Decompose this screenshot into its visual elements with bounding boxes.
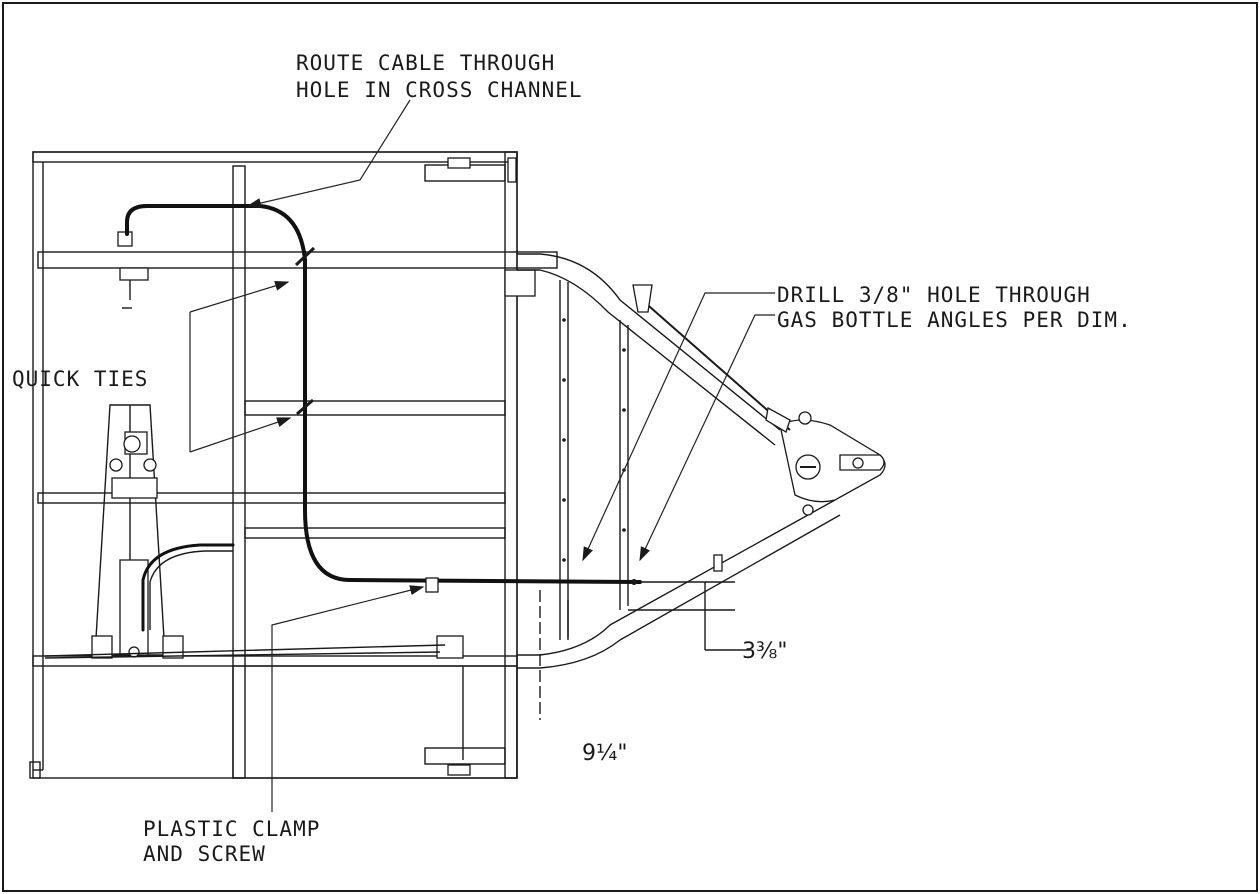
jack-assembly (44, 404, 464, 659)
drill-label-line1: DRILL 3/8" HOLE THROUGH (777, 283, 1091, 307)
quick-tie-1 (294, 246, 316, 267)
left-channel (232, 165, 246, 779)
leader-drill-1 (582, 292, 775, 562)
leader-drill-2 (639, 314, 775, 562)
clamp-label-line1: PLASTIC CLAMP (143, 817, 320, 841)
route-cable-label-line1: ROUTE CABLE THROUGH (296, 51, 555, 75)
control-box (117, 231, 149, 309)
quick-tie-2 (296, 398, 314, 416)
leader-clamp (271, 585, 425, 812)
cross-channel-mid1 (244, 400, 506, 416)
leader-route-cable (246, 99, 411, 208)
cross-channel-mid2 (37, 492, 506, 504)
plastic-clamp (425, 577, 439, 593)
leader-quick-tie-1 (189, 282, 288, 452)
route-cable-label-line2: HOLE IN CROSS CHANNEL (296, 78, 583, 102)
dimension-lines (539, 581, 750, 720)
cross-channel-mid3 (244, 527, 506, 539)
cable-route (125, 204, 642, 584)
drill-label-line2: GAS BOTTLE ANGLES PER DIM. (777, 308, 1132, 332)
clamp-label-line2: AND SCREW (143, 842, 266, 866)
dimension-label-a: 3⅜" (742, 639, 787, 664)
leader-quick-tie-2 (189, 417, 292, 453)
dimension-label-b: 9¼" (582, 741, 627, 766)
frame-outer (32, 151, 518, 779)
tongue-assembly (517, 253, 886, 669)
main-frame (29, 151, 558, 779)
right-channel (504, 151, 518, 779)
quick-ties-label: QUICK TIES (12, 367, 148, 391)
